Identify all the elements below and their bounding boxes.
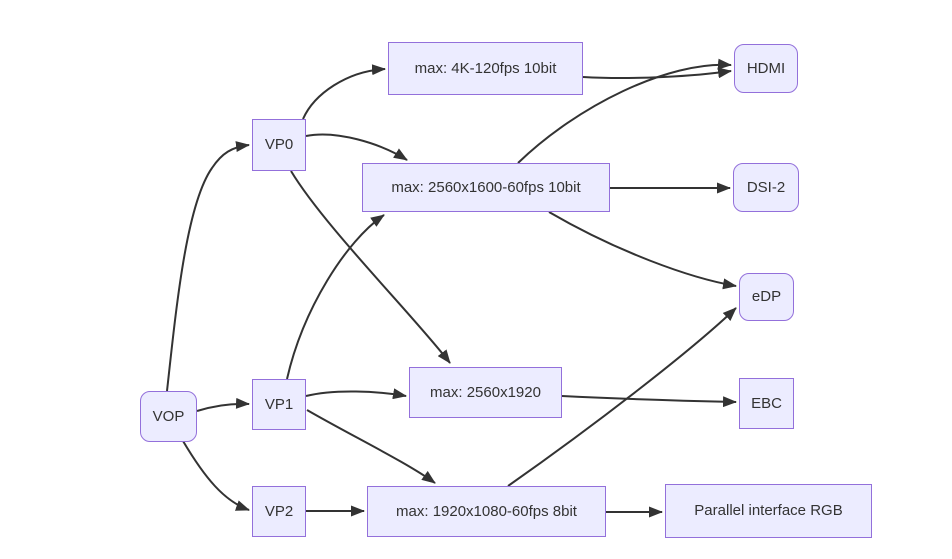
node-parallel: Parallel interface RGB — [665, 484, 872, 538]
node-edp-label: eDP — [751, 288, 782, 306]
node-max2560x1920: max: 2560x1920 — [409, 367, 562, 418]
edge-max2560x1600-edp — [548, 211, 737, 290]
edge-vp1-max2560x1920 — [305, 388, 407, 400]
edge-max4k-hdmi — [582, 67, 732, 80]
node-max4k: max: 4K-120fps 10bit — [388, 42, 583, 95]
edge-vp0-max2560x1600 — [305, 133, 408, 161]
node-ebc-label: EBC — [751, 394, 782, 412]
node-vop-label: VOP — [152, 407, 185, 425]
node-hdmi: HDMI — [734, 44, 798, 93]
edge-max2560x1600-hdmi — [517, 58, 732, 164]
node-vp0: VP0 — [252, 119, 306, 171]
node-max1920x1080: max: 1920x1080-60fps 8bit — [367, 486, 606, 537]
node-vp1-label: VP1 — [264, 395, 294, 413]
node-hdmi-label: HDMI — [746, 59, 786, 77]
node-max1920x1080-label: max: 1920x1080-60fps 8bit — [396, 502, 577, 520]
edge-vp0-max2560x1920 — [290, 170, 451, 364]
node-max4k-label: max: 4K-120fps 10bit — [414, 59, 557, 77]
node-dsi2: DSI-2 — [733, 163, 799, 212]
edge-vop-vp0 — [166, 141, 250, 392]
edge-vop-vp2 — [182, 440, 250, 511]
node-parallel-label: Parallel interface RGB — [694, 502, 843, 520]
node-dsi2-label: DSI-2 — [746, 178, 786, 196]
node-vp2-label: VP2 — [264, 502, 294, 520]
node-vp2: VP2 — [252, 486, 306, 537]
node-max2560x1600: max: 2560x1600-60fps 10bit — [362, 163, 610, 212]
edge-max2560x1920-ebc — [561, 395, 737, 408]
node-edp: eDP — [739, 273, 794, 321]
node-vp1: VP1 — [252, 379, 306, 430]
edge-vp1-max2560x1600 — [286, 214, 385, 380]
node-vp0-label: VP0 — [264, 136, 294, 154]
node-max2560x1600-label: max: 2560x1600-60fps 10bit — [391, 178, 581, 196]
node-ebc: EBC — [739, 378, 794, 429]
edge-vop-vp1 — [196, 397, 250, 412]
node-max2560x1920-label: max: 2560x1920 — [430, 383, 541, 401]
edge-vp1-max1920x1080 — [306, 409, 436, 484]
node-vop: VOP — [140, 391, 197, 442]
edge-max1920x1080-edp — [507, 307, 737, 487]
edge-vp0-max4k — [302, 64, 386, 120]
